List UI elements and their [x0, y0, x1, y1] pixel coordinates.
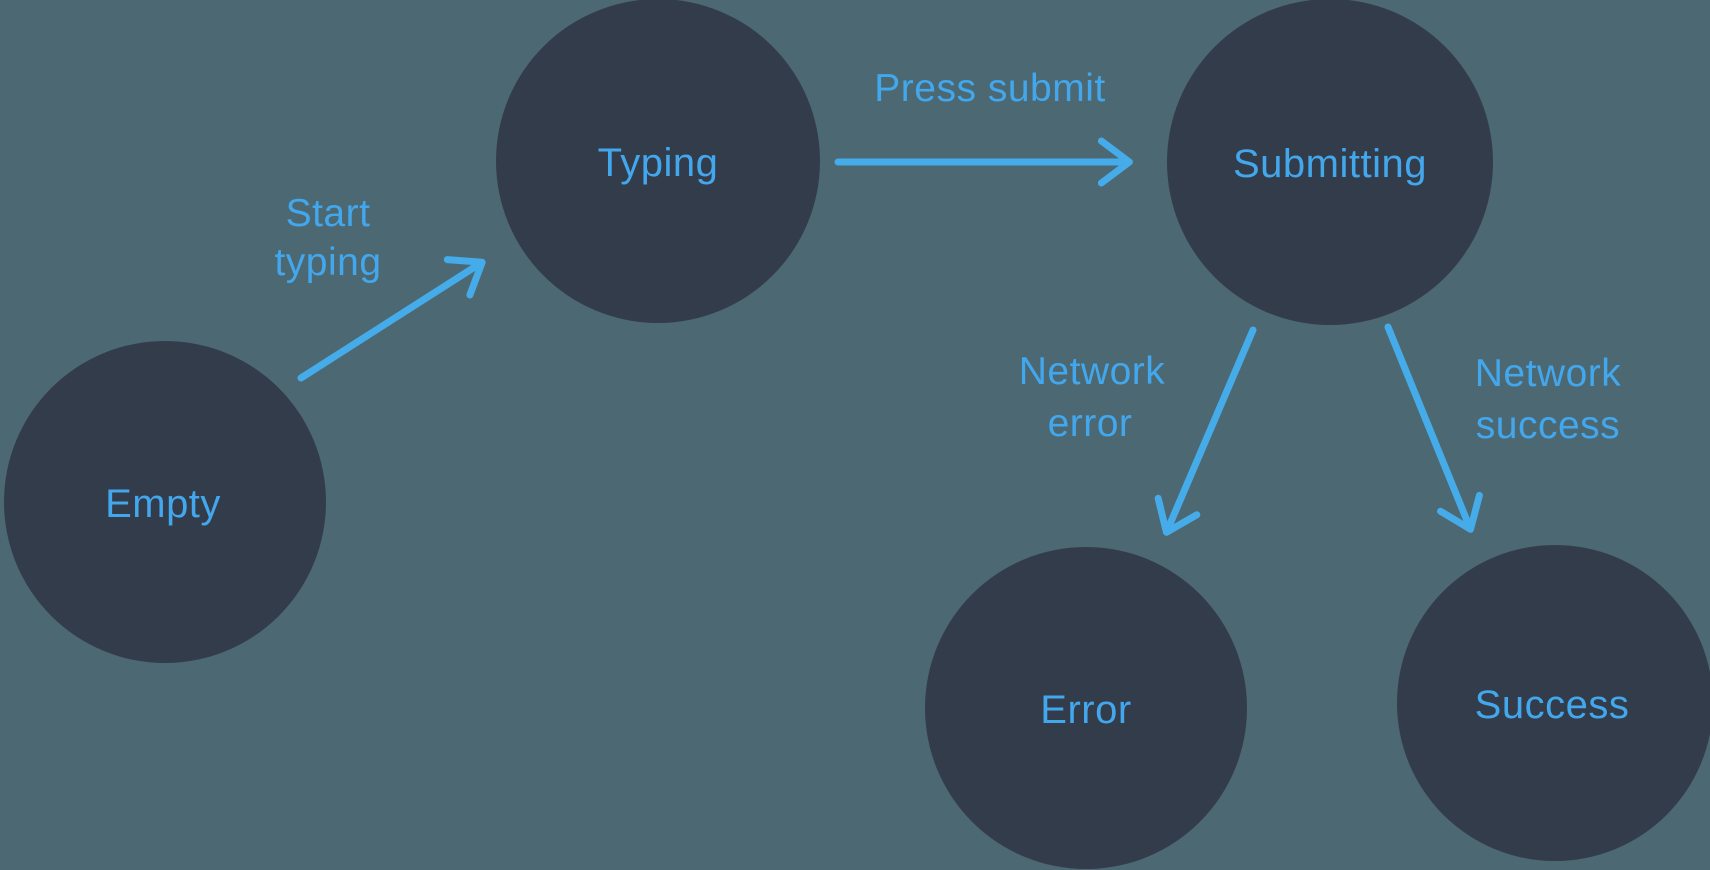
transition-typing-submitting: Press submit — [834, 67, 1133, 187]
edge-label-press-submit: Press submit — [874, 67, 1105, 110]
state-circle-submitting — [1167, 0, 1493, 325]
state-node-success: Success — [1397, 545, 1710, 861]
state-circle-success — [1397, 545, 1710, 861]
state-node-empty: Empty — [4, 341, 326, 663]
state-circle-empty — [4, 341, 326, 663]
arrow-start-typing — [297, 256, 486, 382]
state-label-empty: Empty — [105, 482, 221, 526]
arrow-network-success — [1384, 323, 1483, 533]
state-node-typing: Typing — [496, 0, 820, 323]
state-label-success: Success — [1475, 683, 1630, 727]
state-label-submitting: Submitting — [1233, 142, 1427, 186]
state-label-error: Error — [1040, 688, 1131, 732]
transition-empty-typing: Start typing — [274, 192, 486, 382]
state-node-submitting: Submitting — [1167, 0, 1493, 325]
state-circle-error — [925, 547, 1247, 869]
transition-submitting-success: Network success — [1384, 323, 1622, 533]
edge-label-network-error-line1: Network — [1019, 350, 1166, 393]
edge-label-network-success-line2: success — [1476, 404, 1620, 447]
arrow-network-error — [1154, 326, 1257, 536]
edge-label-start-typing-line2: typing — [274, 241, 381, 284]
state-node-error: Error — [925, 547, 1247, 869]
state-label-typing: Typing — [598, 141, 719, 185]
state-circle-typing — [496, 0, 820, 323]
edge-label-start-typing-line1: Start — [286, 192, 371, 235]
edge-label-network-error-line2: error — [1048, 402, 1133, 445]
edge-label-network-success-line1: Network — [1475, 352, 1622, 395]
transition-submitting-error: Network error — [1019, 326, 1257, 536]
